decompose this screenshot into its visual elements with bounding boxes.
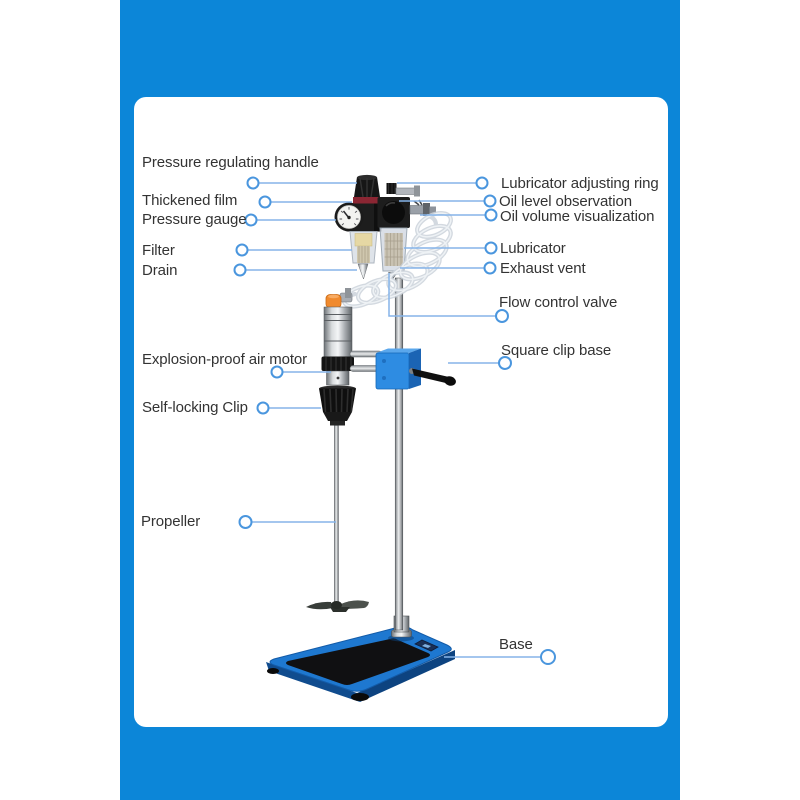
label-filter: Filter — [142, 242, 175, 259]
label-base: Base — [499, 636, 533, 653]
label-propeller: Propeller — [141, 513, 201, 530]
filter-bowl — [349, 231, 378, 280]
label-lubricator: Lubricator — [500, 240, 566, 257]
drain-valve — [357, 263, 369, 280]
base-foot — [267, 668, 279, 674]
label-pressure-regulating-handle: Pressure regulating handle — [142, 154, 319, 171]
frl-unit — [334, 174, 436, 280]
lubricator-unit — [377, 183, 436, 279]
base-foot — [351, 693, 369, 701]
connector-rings — [233, 176, 556, 665]
pressure-gauge-dial — [334, 202, 364, 232]
stirrer-shaft — [334, 425, 339, 606]
square-clamp — [375, 348, 456, 390]
base-mat — [286, 638, 430, 685]
air-motor — [319, 288, 356, 426]
label-exhaust-vent: Exhaust vent — [500, 260, 586, 277]
regulator-red-band — [353, 197, 381, 204]
propeller-blades — [306, 600, 369, 612]
self-locking-chuck — [319, 385, 356, 426]
label-drain: Drain — [142, 262, 178, 279]
label-oil-level-observation: Oil level observation — [499, 193, 632, 210]
clamp-handle — [409, 368, 456, 386]
label-oil-volume-visualization: Oil volume visualization — [500, 208, 655, 225]
label-flow-control-valve: Flow control valve — [499, 294, 618, 311]
label-square-clip-base: Square clip base — [501, 342, 612, 359]
label-self-locking-clip: Self-locking Clip — [142, 399, 248, 416]
stand-pole — [394, 277, 404, 631]
label-pressure-gauge: Pressure gauge — [142, 211, 247, 228]
label-explosion-proof-air-motor: Explosion-proof air motor — [142, 351, 308, 368]
leader-lines — [245, 182, 541, 658]
label-thickened-film: Thickened film — [142, 192, 238, 209]
label-lubricator-adjusting-ring: Lubricator adjusting ring — [501, 175, 659, 192]
base-platform — [266, 615, 455, 702]
